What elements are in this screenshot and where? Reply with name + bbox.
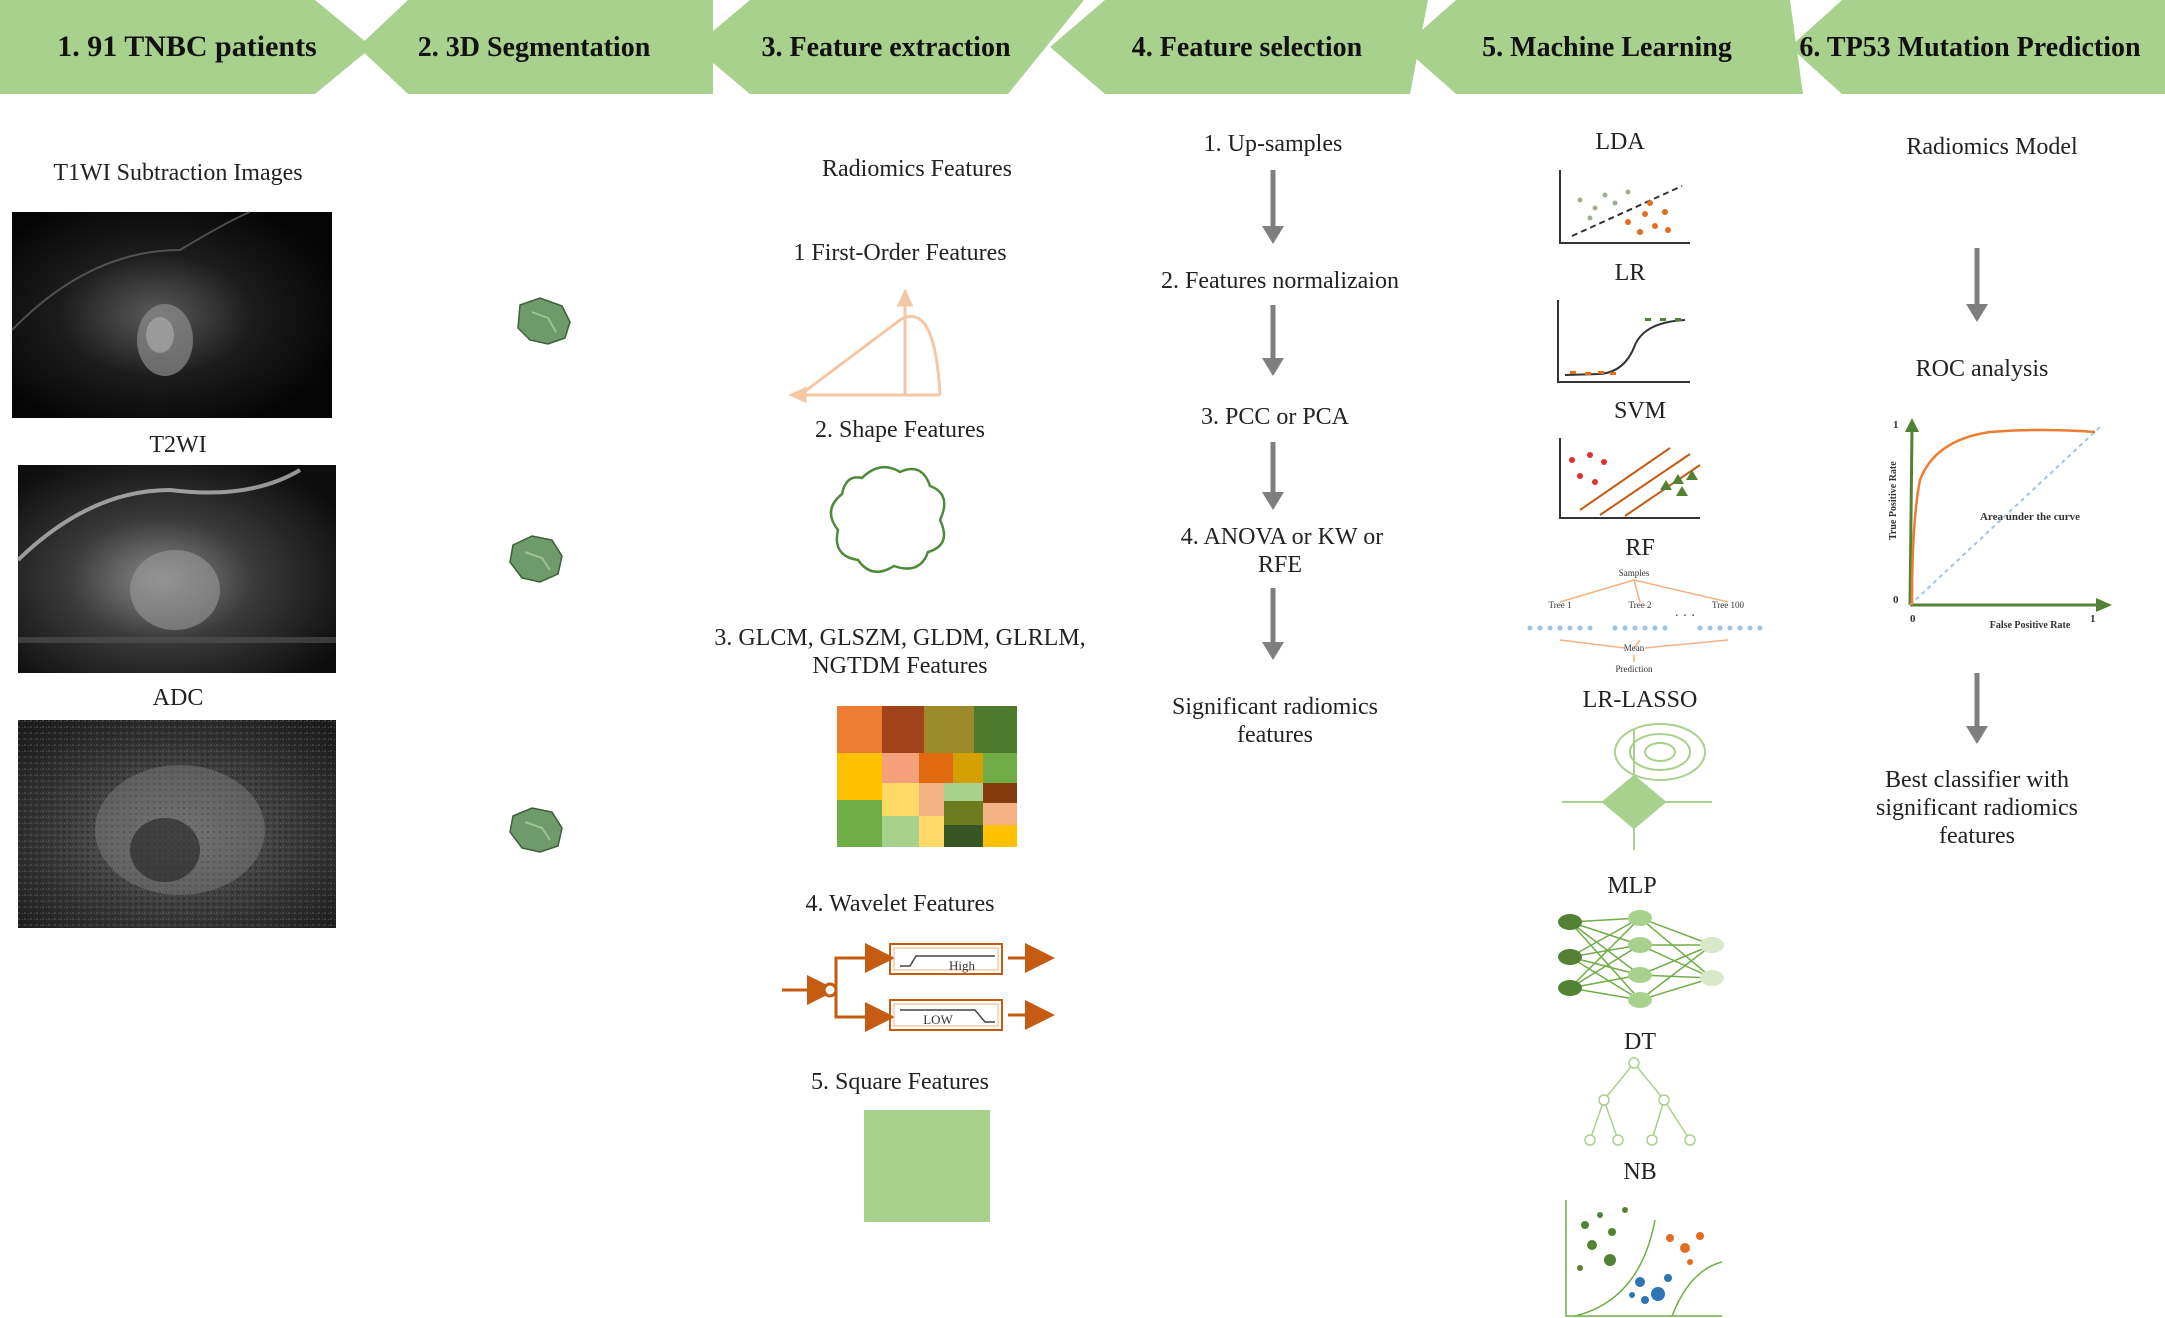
nb-icon [1565,1200,1723,1317]
stage-3-label: 3. Feature extraction [761,32,1010,63]
prediction-arrow-2 [1966,673,1988,744]
first-order-icon [788,288,942,404]
stage-6-label: 6. TP53 Mutation Prediction [1799,32,2141,63]
t2-image [16,465,336,673]
selection-arrow-1 [1262,170,1284,244]
selection-step-4b: RFE [1258,552,1302,578]
wavelet-high-label: High [949,958,976,973]
rf-dots: · · · [1675,609,1696,624]
shape-icon [829,465,946,573]
stage-6-chevron [1790,0,2165,94]
prediction-best-2: significant radiomics [1876,795,2078,821]
rf-prediction-label: Prediction [1616,664,1653,674]
first-order-label: 1 First-Order Features [793,240,1006,266]
stage-5-label: 5. Machine Learning [1482,32,1732,63]
rf-tree2-label: Tree 2 [1629,600,1652,610]
roc-x0: 0 [1910,613,1916,625]
segmentation-column [509,297,571,853]
stage-5-chevron [1403,0,1803,94]
stage-1-chevron [0,0,372,94]
stage-3-chevron [694,0,1084,94]
ml-lda-label: LDA [1595,129,1645,155]
rf-samples-label: Samples [1619,568,1650,578]
roc-chart: True Positive Rate False Positive Rate A… [1888,418,2112,631]
roc-y0: 0 [1893,594,1899,606]
features-column: Radiomics Features 1 First-Order Feature… [714,156,1086,1222]
selection-step-2: 2. Features normalizaion [1161,268,1399,294]
wavelet-low-label: LOW [923,1012,953,1027]
stage-banner: 1. 91 TNBC patients 2. 3D Segmentation 3… [0,0,2165,94]
roc-ylabel: True Positive Rate [1888,461,1899,540]
stage-2-label: 2. 3D Segmentation [418,32,651,63]
selection-step-3: 3. PCC or PCA [1201,404,1350,430]
dt-icon [1584,1057,1696,1146]
images-column: T1WI Subtraction Images T2WI ADC [11,160,336,928]
stage-4-label: 4. Feature selection [1132,32,1363,63]
selection-step-4a: 4. ANOVA or KW or [1181,524,1383,550]
selection-step-1: 1. Up-samples [1204,131,1343,157]
stage-4-chevron [1050,0,1428,94]
roc-x1: 1 [2090,613,2096,625]
t1-label: T1WI Subtraction Images [53,160,302,186]
square-label: 5. Square Features [811,1069,989,1095]
t2-label: T2WI [149,432,206,458]
rf-tree100-label: Tree 100 [1712,600,1744,610]
stage-2-chevron [358,0,713,94]
wavelet-label: 4. Wavelet Features [806,891,995,917]
prediction-column: Radiomics Model ROC analysis True Positi… [1876,134,2112,849]
prediction-arrow-1 [1966,248,1988,322]
selection-arrow-3 [1262,442,1284,510]
ml-mlp-label: MLP [1607,873,1656,899]
adc-image [18,720,336,928]
ml-nb-label: NB [1623,1159,1656,1185]
ml-dt-label: DT [1624,1029,1656,1055]
selection-arrow-2 [1262,305,1284,376]
selection-result-2: features [1237,722,1313,748]
roc-y1: 1 [1893,419,1899,431]
prediction-roc-label: ROC analysis [1916,356,2049,382]
ml-rf-label: RF [1625,535,1654,561]
roc-xlabel: False Positive Rate [1990,620,2071,631]
selection-arrow-4 [1262,588,1284,660]
features-title: Radiomics Features [822,156,1012,182]
tumor-t1 [517,297,571,345]
adc-label: ADC [153,685,204,711]
selection-result-1: Significant radiomics [1172,694,1378,720]
tumor-adc [509,807,563,853]
ml-lasso-label: LR-LASSO [1583,687,1698,713]
stage-1-label: 1. 91 TNBC patients [57,30,316,63]
rf-icon: Samples Tree 1 Tree 2 Tree 100 · · · Mea… [1527,568,1763,674]
wavelet-icon [782,943,1055,1032]
roc-auc-label: Area under the curve [1980,511,2080,523]
prediction-best-1: Best classifier with [1885,767,2069,793]
texture-heatmap [837,706,1017,847]
mlp-icon [1558,910,1724,1008]
texture-label-1: 3. GLCM, GLSZM, GLDM, GLRLM, [714,625,1085,651]
prediction-model-label: Radiomics Model [1906,134,2078,160]
texture-label-2: NGTDM Features [812,653,987,679]
rf-tree1-label: Tree 1 [1549,600,1572,610]
lasso-icon [1562,723,1712,850]
lda-icon [1559,170,1690,244]
svm-icon [1559,438,1701,519]
square-icon [864,1110,990,1222]
ml-lr-label: LR [1615,260,1646,286]
prediction-best-3: features [1939,823,2015,849]
tumor-t2 [509,535,563,583]
lr-icon [1557,300,1690,383]
shape-label: 2. Shape Features [815,417,985,443]
rf-mean-label: Mean [1624,643,1645,653]
selection-column: 1. Up-samples 2. Features normalizaion 3… [1161,131,1399,748]
t1-image [11,211,332,418]
ml-column: LDA LR SVM [1527,129,1763,1317]
ml-svm-label: SVM [1614,398,1666,424]
